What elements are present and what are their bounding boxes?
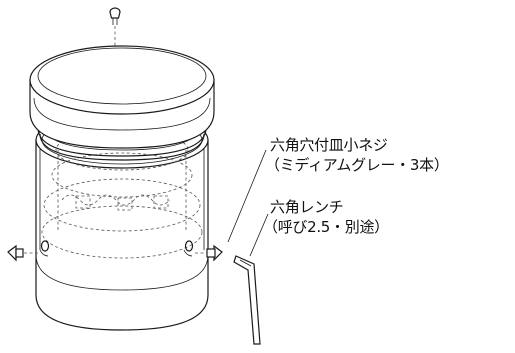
- screw-holes: [39, 240, 194, 257]
- inner-mechanism-hidden: [41, 100, 203, 259]
- screw-label: 六角穴付皿小ネジ: [270, 136, 388, 154]
- screw-detail-label: （ミディアムグレー・3本）: [265, 156, 449, 174]
- right-screw: [195, 244, 223, 262]
- hex-wrench: [233, 255, 261, 345]
- wrench-detail-label: （呼び2.5・別途）: [263, 218, 389, 236]
- wrench-label: 六角レンチ: [270, 198, 344, 216]
- lid: [29, 45, 215, 149]
- leader-lines: [227, 149, 269, 257]
- top-screw: [109, 7, 121, 50]
- left-screw: [7, 244, 40, 262]
